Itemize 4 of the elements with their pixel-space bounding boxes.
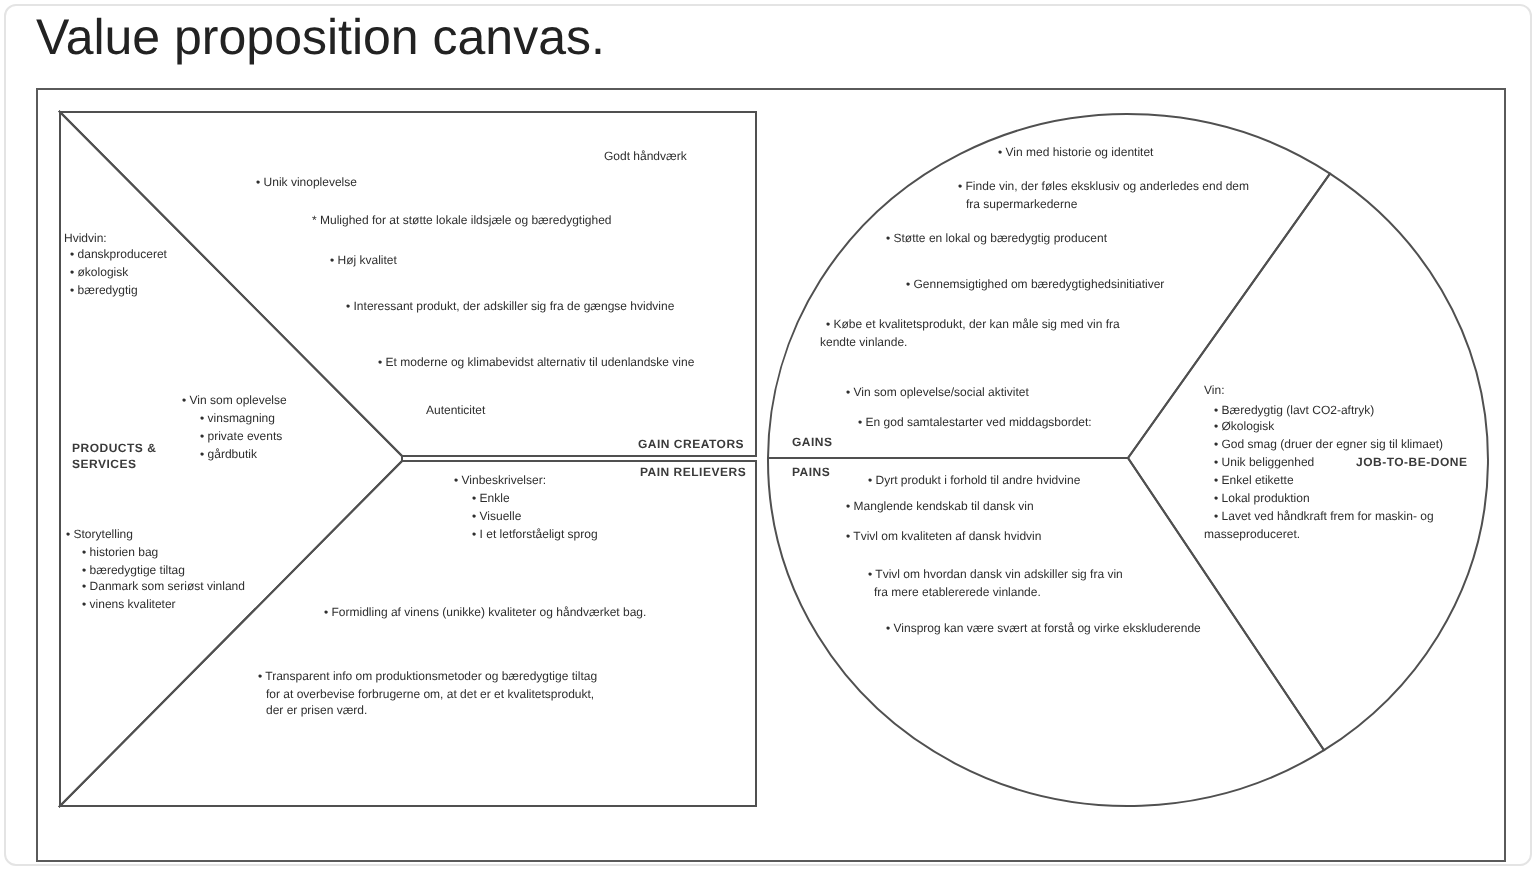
page-title: Value proposition canvas.: [36, 14, 605, 64]
canvas-section: [58, 110, 758, 458]
circle-sector: [766, 456, 1326, 808]
canvas-section: [58, 458, 758, 808]
